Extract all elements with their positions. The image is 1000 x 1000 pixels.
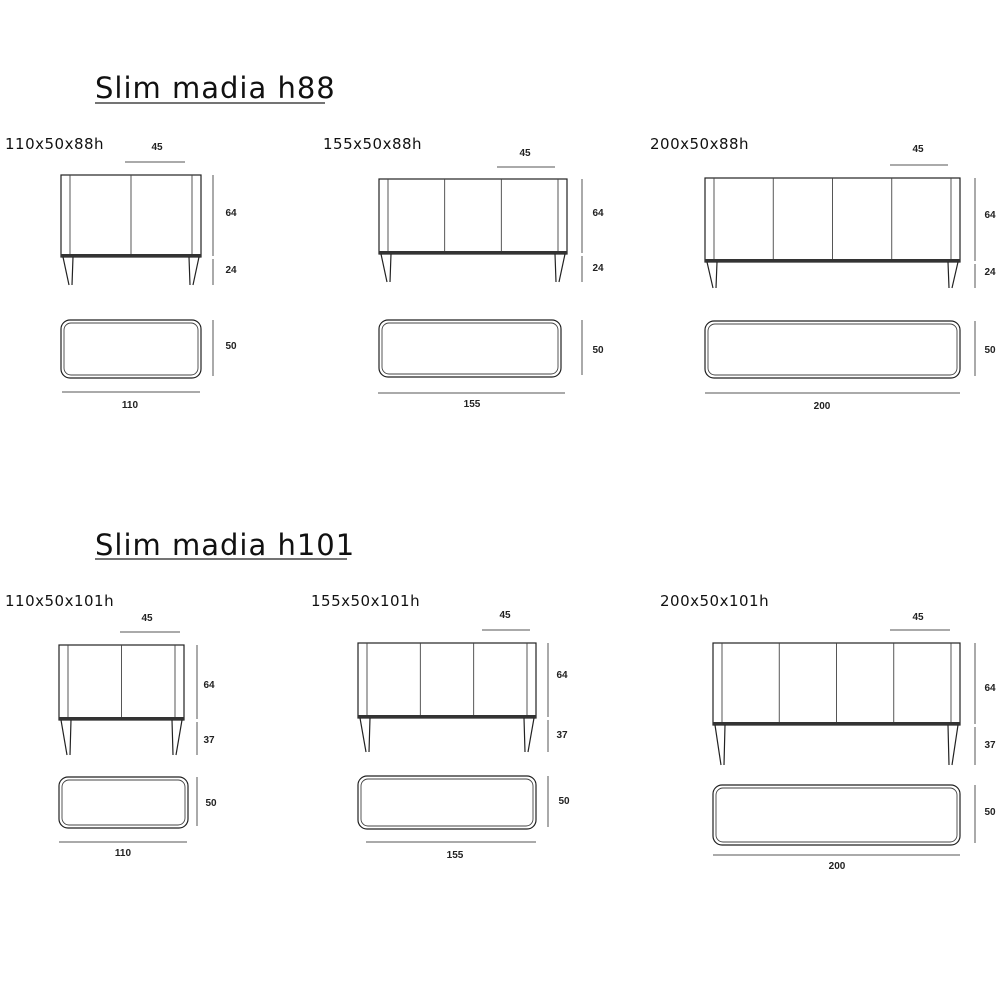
section-h88: Slim madia h88 110x50x88h 45 64 24 50 110 155x5… [5,71,996,412]
cabinet-base-rail [59,717,184,720]
width-dimension: 155 [447,850,464,861]
depth-dimension: 50 [592,345,604,356]
section-h101: Slim madia h101 110x50x101h 45 64 37 50 110 155… [5,528,996,872]
front-view [357,642,537,753]
leg [947,261,959,289]
leg [188,256,200,286]
front-view [60,174,202,286]
model-size-label: 200x50x88h [650,135,749,153]
door-depth-dimension: 45 [912,612,924,623]
body-height-dimension: 64 [984,683,996,694]
top-outline-outer [357,775,537,830]
top-view [58,776,189,829]
leg [714,724,726,766]
model-drawing: 155x50x101h 45 64 37 50 155 [311,592,570,861]
cabinet-base-rail [61,254,201,257]
top-outline-outer [378,319,562,378]
body-height-dimension: 64 [592,208,604,219]
model-size-label: 110x50x101h [5,592,114,610]
width-dimension: 200 [814,401,831,412]
body-height-dimension: 64 [225,208,237,219]
top-view [704,320,961,379]
leg [171,719,183,756]
body-height-dimension: 64 [984,210,996,221]
top-outline-inner [715,787,958,843]
door-depth-dimension: 45 [499,610,511,621]
leg-height-dimension: 37 [556,730,568,741]
cabinet-body [378,178,568,255]
front-view [712,642,961,766]
model-size-label: 200x50x101h [660,592,769,610]
top-outline-inner [63,322,199,376]
leg-height-dimension: 37 [984,740,996,751]
front-view [378,178,568,283]
width-dimension: 110 [122,400,139,411]
model-size-label: 155x50x101h [311,592,420,610]
width-dimension: 110 [115,848,132,859]
top-outline-outer [58,776,189,829]
leg-height-dimension: 37 [203,735,215,746]
model-drawing: 200x50x101h 45 64 37 50 200 [660,592,996,872]
width-dimension: 200 [829,861,846,872]
section-title: Slim madia h101 [95,528,355,562]
body-height-dimension: 64 [203,680,215,691]
door-depth-dimension: 45 [141,613,153,624]
cabinet-base-rail [713,722,960,725]
top-view [378,319,562,378]
leg [359,717,371,753]
leg [523,717,535,753]
width-dimension: 155 [464,399,481,410]
top-outline-outer [712,784,961,846]
cabinet-body [357,642,537,719]
leg [947,724,959,766]
door-depth-dimension: 45 [912,144,924,155]
top-view [712,784,961,846]
top-view [357,775,537,830]
depth-dimension: 50 [225,341,237,352]
model-size-label: 155x50x88h [323,135,422,153]
leg [62,256,74,286]
door-depth-dimension: 45 [151,142,163,153]
depth-dimension: 50 [558,796,570,807]
section-title: Slim madia h88 [95,71,336,105]
model-drawing: 110x50x101h 45 64 37 50 110 [5,592,217,859]
top-outline-outer [60,319,202,379]
model-drawing: 155x50x88h 45 64 24 50 155 [323,135,604,410]
door-depth-dimension: 45 [519,148,531,159]
depth-dimension: 50 [984,807,996,818]
depth-dimension: 50 [205,798,217,809]
top-outline-inner [381,322,559,375]
leg-height-dimension: 24 [592,263,604,274]
model-size-label: 110x50x88h [5,135,104,153]
cabinet-base-rail [379,251,567,254]
cabinet-base-rail [358,715,536,718]
top-view [60,319,202,379]
top-outline-outer [704,320,961,379]
leg-height-dimension: 24 [984,267,996,278]
depth-dimension: 50 [984,345,996,356]
leg-height-dimension: 24 [225,265,237,276]
cabinet-base-rail [705,259,960,262]
front-view [704,177,961,289]
leg [60,719,72,756]
top-outline-inner [707,323,958,376]
leg [706,261,718,289]
model-drawing: 200x50x88h 45 64 24 50 200 [650,135,996,412]
leg [554,253,566,283]
model-drawing: 110x50x88h 45 64 24 50 110 [5,135,237,411]
body-height-dimension: 64 [556,670,568,681]
front-view [58,644,185,756]
leg [380,253,392,283]
top-outline-inner [61,779,186,826]
top-outline-inner [360,778,534,827]
